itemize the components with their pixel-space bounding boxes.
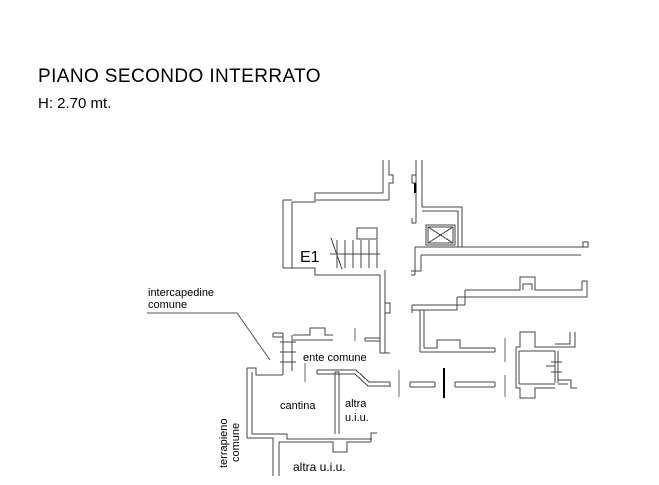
altra-uiu-label-line2: u.i.u. xyxy=(345,412,369,424)
intercapedine-leader-line xyxy=(147,312,271,361)
intercapedine-label-line2: comune xyxy=(148,299,187,311)
corridor-stub-walls xyxy=(409,381,496,388)
wall-cellar-partition xyxy=(546,351,562,383)
floor-height-note: H: 2.70 mt. xyxy=(38,95,112,112)
wall-top-right-vertical xyxy=(411,160,423,224)
wall-cantina-left xyxy=(246,368,253,438)
door-jamb-ticks xyxy=(398,338,506,397)
terrapieno-label-line2: comune xyxy=(230,423,242,462)
wall-elevator-room xyxy=(422,206,463,247)
wall-lower-right-c xyxy=(419,310,496,353)
wall-cantina-bottom xyxy=(247,432,377,476)
elevator-shaft-icon xyxy=(425,224,456,246)
wall-cantina-topleft xyxy=(247,367,283,376)
right-cellar-block xyxy=(515,331,577,399)
altra-uiu-label-line1: altra xyxy=(345,398,367,410)
wall-cellar-outline xyxy=(515,331,555,399)
stair-landing xyxy=(356,227,378,240)
cantina-label: cantina xyxy=(280,400,316,412)
altra-uiu-bottom-label: altra u.i.u. xyxy=(293,460,346,474)
wall-corridor-long xyxy=(411,241,589,276)
wall-cellar-bottomright xyxy=(558,379,577,389)
wall-lower-right-a xyxy=(457,276,588,298)
wall-ente-room xyxy=(272,327,333,375)
page-title: PIANO SECONDO INTERRATO xyxy=(38,66,321,87)
wall-cantina-topright xyxy=(316,369,391,387)
elevator xyxy=(422,206,463,247)
terrapieno-label-line1: terrapieno xyxy=(218,418,230,468)
staircase xyxy=(330,227,380,270)
stair-treads xyxy=(330,240,380,268)
wall-cantina-divider xyxy=(334,371,340,434)
intercapedine-label-line1: intercapedine xyxy=(148,287,214,299)
wall-stairwell-room xyxy=(282,192,389,276)
wall-below-stairwell xyxy=(364,270,391,354)
stair-cut-line xyxy=(330,237,343,270)
wall-top-left-vertical xyxy=(382,160,394,200)
ente-comune-label: ente comune xyxy=(303,352,367,364)
wall-cellar-topright xyxy=(555,332,576,348)
stair-unit-label: E1 xyxy=(300,249,320,266)
cantina-room xyxy=(246,363,391,476)
wall-lower-right-b xyxy=(411,290,466,313)
